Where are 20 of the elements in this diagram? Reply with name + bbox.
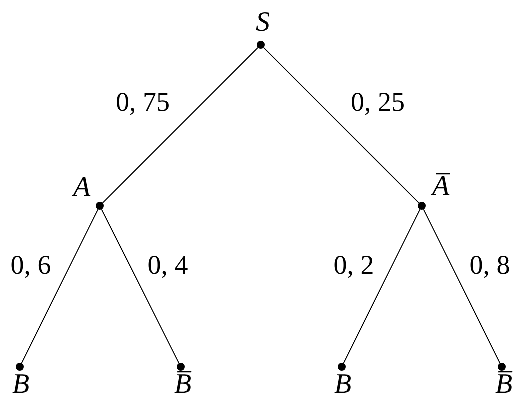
node-label: A̅ (432, 170, 450, 204)
node-label: B (334, 368, 352, 402)
node-dot (338, 363, 346, 371)
node-dot (177, 363, 185, 371)
branch-line (101, 209, 180, 364)
branch-line (343, 209, 421, 364)
node-dot (257, 41, 265, 49)
branch-line (102, 47, 259, 204)
branch-line (423, 209, 501, 364)
node-dot (16, 363, 24, 371)
node-label: B̅ (174, 368, 192, 402)
node-dot (498, 363, 506, 371)
node-dot (418, 202, 426, 210)
branch-line (21, 209, 99, 364)
node-label: A (73, 170, 91, 205)
node-label: S (256, 6, 270, 40)
node-dot (96, 202, 104, 210)
node-label: B (12, 368, 30, 402)
node-label: B̅ (495, 368, 513, 402)
branch-line (263, 47, 420, 204)
